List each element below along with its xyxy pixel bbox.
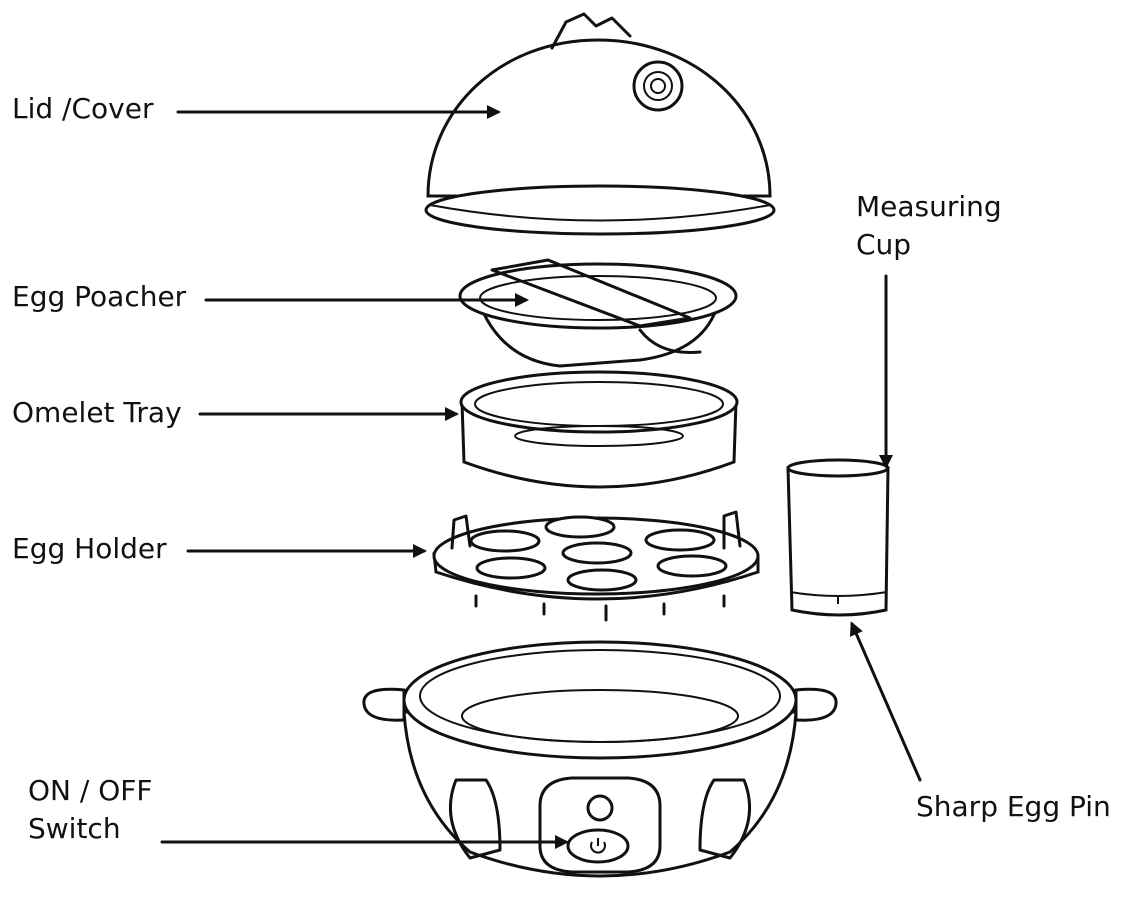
leader-arrows <box>160 105 922 849</box>
label-on-off-switch-line2: Switch <box>28 811 121 845</box>
label-on-off-switch: ON / OFF Switch <box>28 772 152 848</box>
omelet-tray-drawing <box>459 370 739 489</box>
arrow-pin <box>849 621 922 782</box>
lid-cover-drawing <box>424 12 776 236</box>
label-omelet-tray: Omelet Tray <box>12 396 182 429</box>
measuring-cup-drawing <box>786 458 890 617</box>
label-on-off-switch-line1: ON / OFF <box>28 774 153 807</box>
label-lid-cover: Lid /Cover <box>12 92 154 125</box>
label-measuring-cup-line1: Measuring <box>856 190 1002 223</box>
label-egg-holder: Egg Holder <box>12 532 167 565</box>
label-sharp-egg-pin: Sharp Egg Pin <box>916 790 1111 823</box>
egg-holder-drawing <box>432 510 760 622</box>
label-measuring-cup-line2: Cup <box>856 227 912 261</box>
egg-poacher-drawing <box>458 258 738 368</box>
label-egg-poacher: Egg Poacher <box>12 280 187 313</box>
label-measuring-cup: Measuring Cup <box>856 188 1002 264</box>
cooker-base-drawing <box>362 640 838 878</box>
